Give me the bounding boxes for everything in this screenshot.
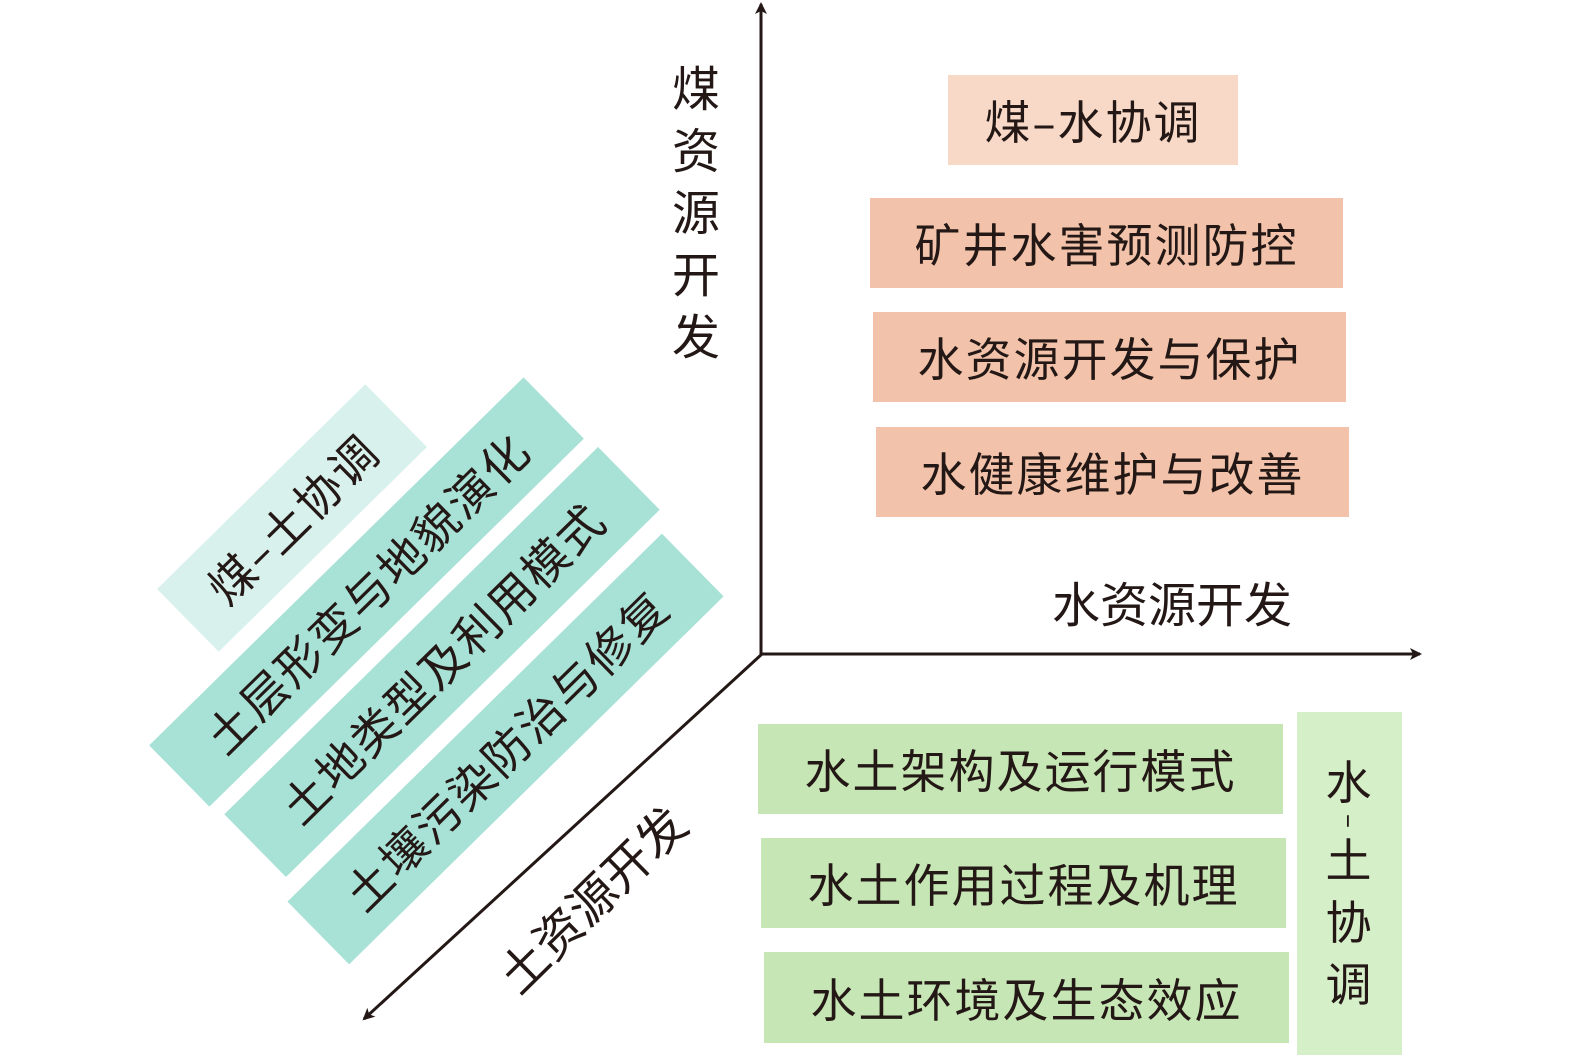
title-char: 调 <box>1325 957 1374 1012</box>
coal-axis-label: 煤资源开发 <box>663 64 719 374</box>
water-soil-item: 水土架构及运行模式 <box>758 724 1283 814</box>
title-char: – <box>1333 813 1367 830</box>
water-soil-item: 水土作用过程及机理 <box>761 838 1286 928</box>
water-soil-title-box: 水 – 土 协 调 <box>1297 712 1402 1055</box>
coal-water-title-box: 煤–水协调 <box>948 75 1238 165</box>
title-char: 协 <box>1325 895 1374 950</box>
title-char: 水 <box>1325 755 1374 810</box>
water-soil-item: 水土环境及生态效应 <box>764 952 1289 1043</box>
coal-water-item: 水资源开发与保护 <box>873 312 1346 402</box>
coal-water-item: 水健康维护与改善 <box>876 427 1349 517</box>
water-axis-label: 水资源开发 <box>1052 578 1293 634</box>
title-char: 土 <box>1325 833 1374 888</box>
coal-water-item: 矿井水害预测防控 <box>870 198 1343 288</box>
soil-axis <box>362 652 764 1021</box>
